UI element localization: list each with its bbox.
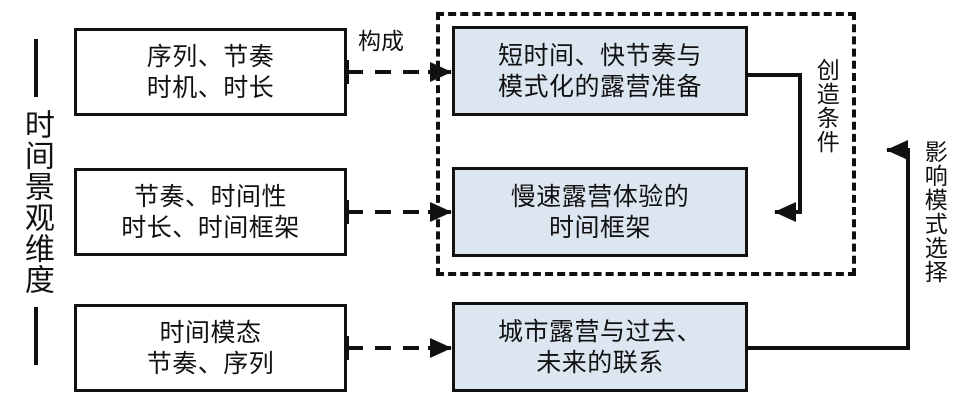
dimension-node-3[interactable]: 时间模态 节奏、序列 [74,304,347,392]
edge-label-compose: 构成 [358,29,404,55]
outcome-node-1[interactable]: 短时间、快节奏与 模式化的露营准备 [452,26,748,116]
edge-label-create-conditions: 创造条件 [812,58,839,154]
edge-label-influence-mode-choice: 影响模式选择 [920,140,947,284]
outcome-node-3[interactable]: 城市露营与过去、 未来的联系 [452,302,748,392]
axis-dimension-label: 时间景观维度 [8,0,64,404]
axis-rule-top [34,39,38,97]
axis-label-text: 时间景观维度 [18,109,54,295]
axis-rule-bottom [34,307,38,365]
dimension-node-1[interactable]: 序列、节奏 时机、时长 [74,28,347,116]
group-container-temporal-landscape [436,12,856,276]
edge-dim3-to-out3 [345,336,452,360]
dimension-node-2[interactable]: 节奏、时间性 时长、时间框架 [74,168,347,256]
outcome-node-2[interactable]: 慢速露营体验的 时间框架 [452,167,748,257]
